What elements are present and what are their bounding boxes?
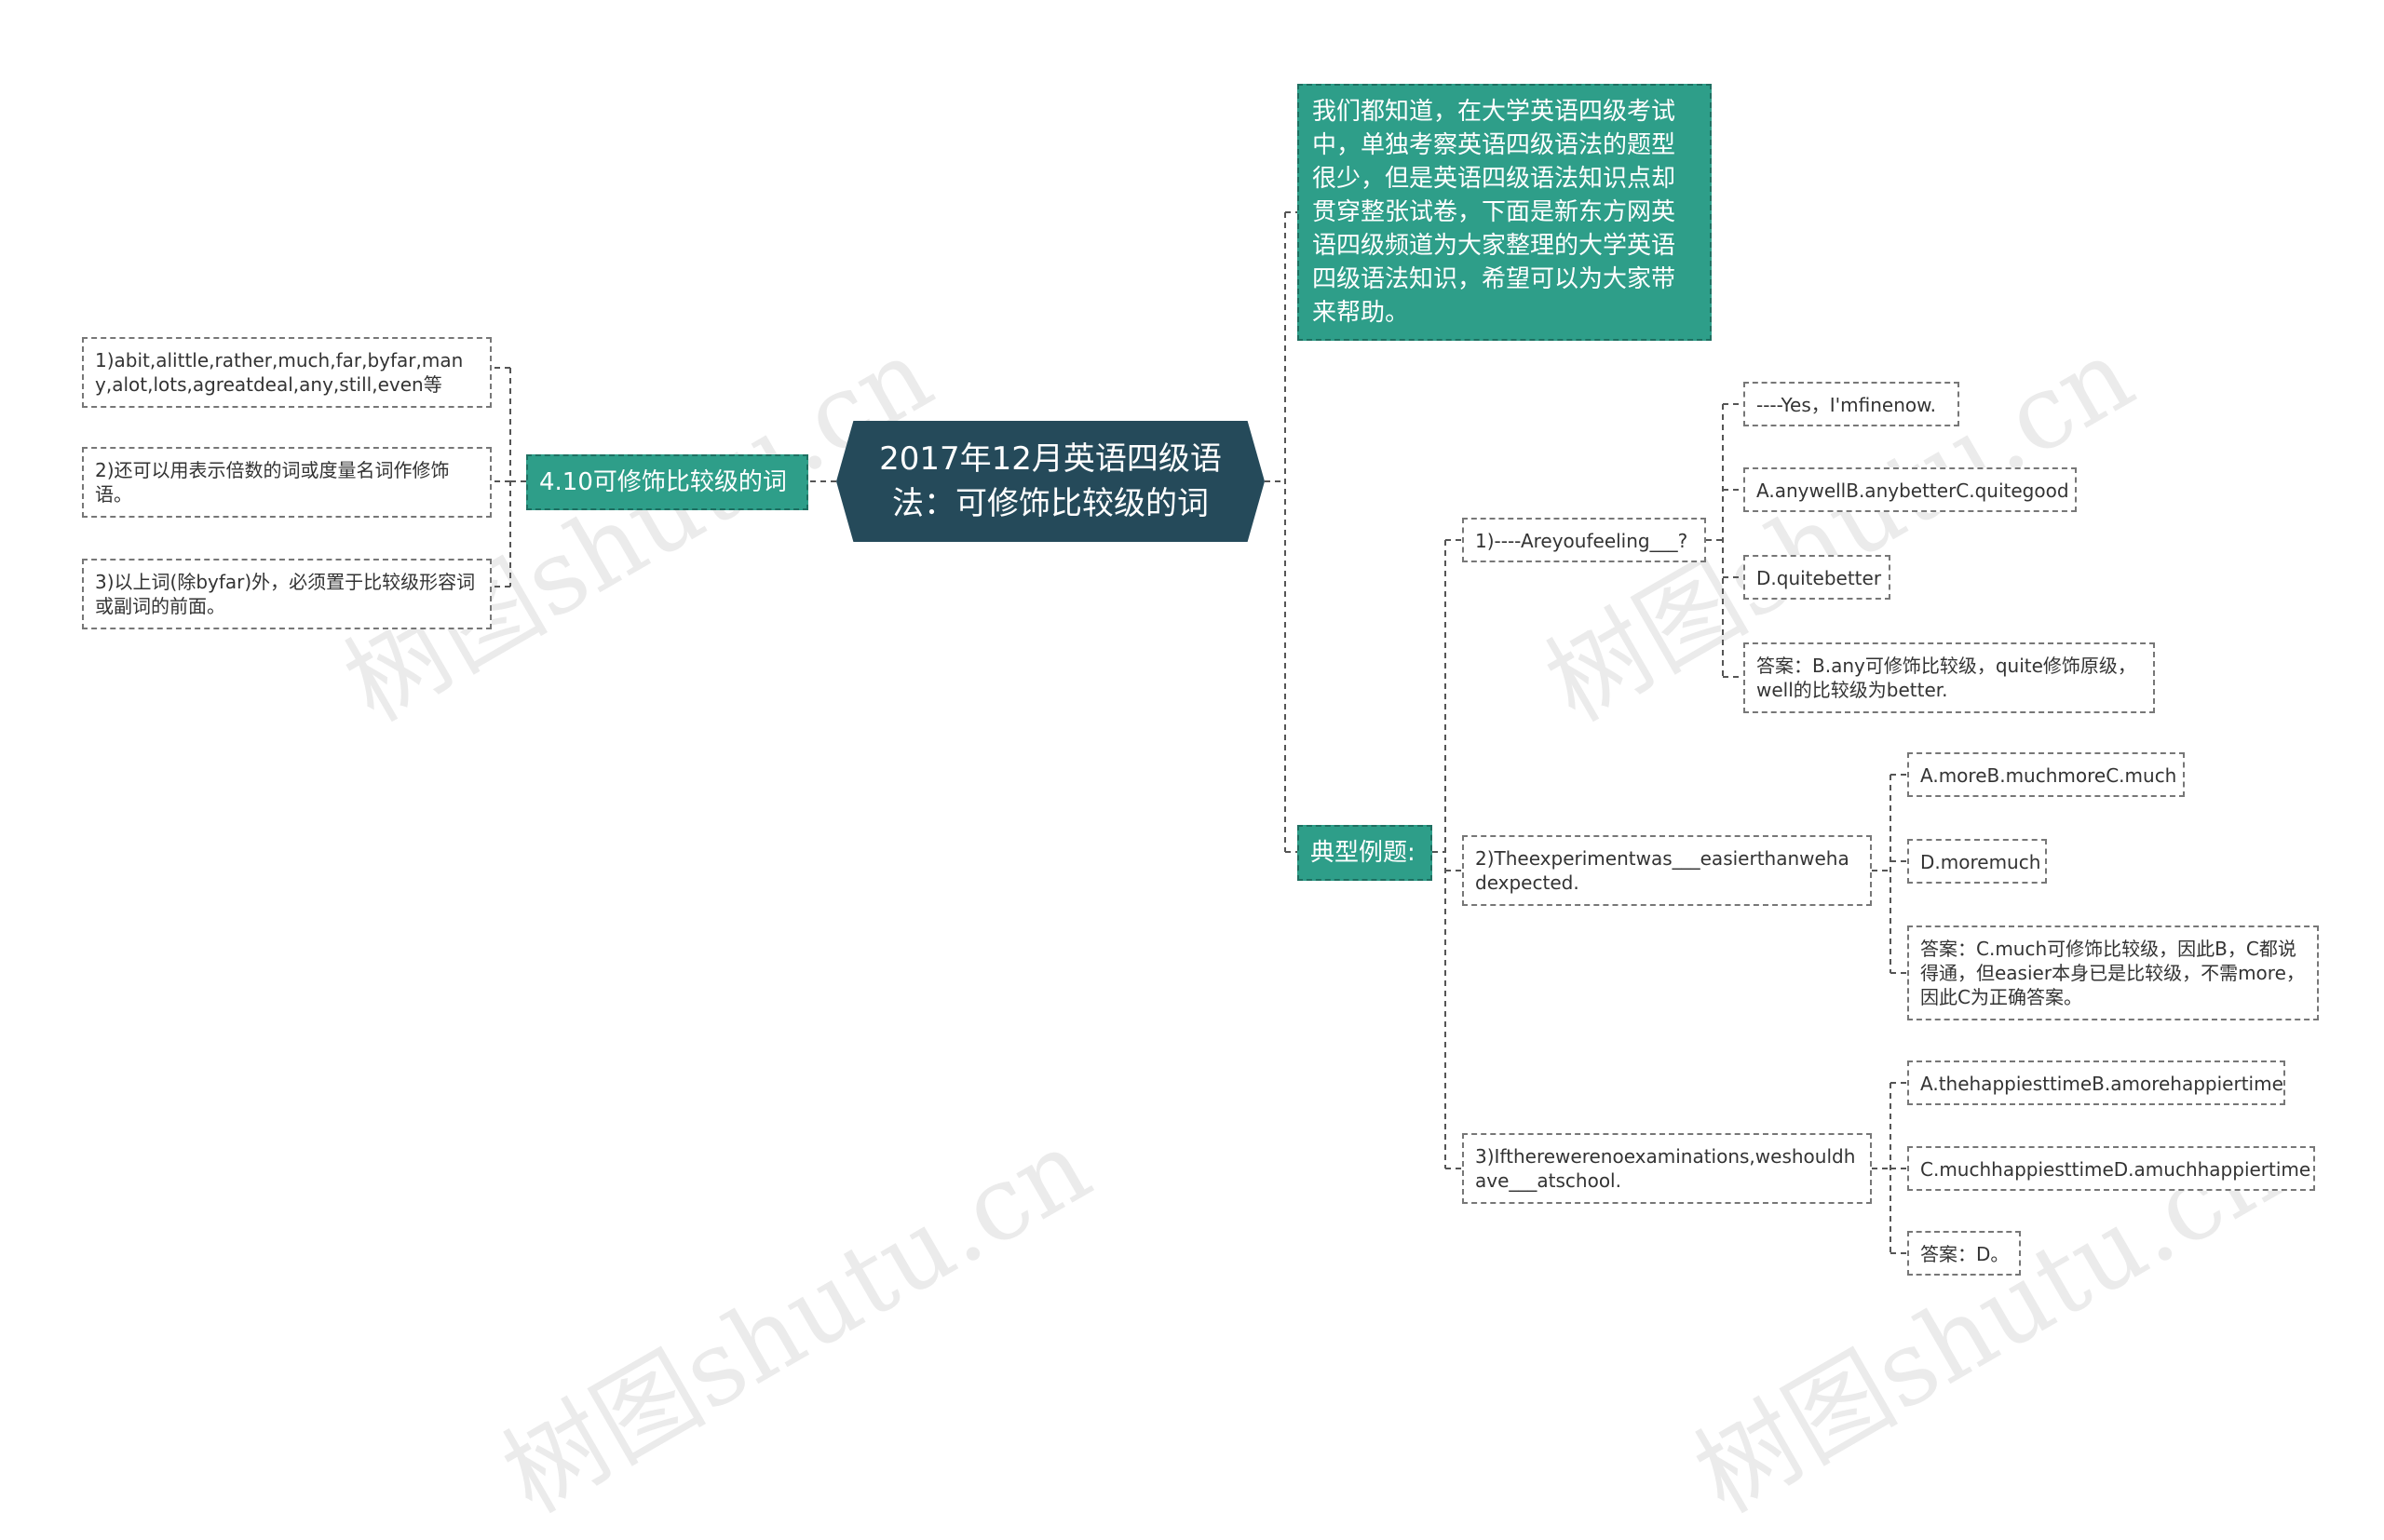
q3-answer[interactable]: 答案：D。 bbox=[1907, 1231, 2021, 1276]
connector-lines bbox=[492, 211, 1907, 1254]
q1-child-3-text: D.quitebetter bbox=[1756, 567, 1882, 589]
q1-child-1[interactable]: ----Yes，I'mfinenow. bbox=[1743, 382, 1959, 426]
question-1[interactable]: 1)----Areyoufeeling___? bbox=[1462, 518, 1706, 562]
q1-child-2-text: A.anywellB.anybetterC.quitegood bbox=[1756, 480, 2069, 502]
examples-node[interactable]: 典型例题: bbox=[1297, 825, 1432, 881]
q1-child-3[interactable]: D.quitebetter bbox=[1743, 555, 1890, 600]
q1-answer[interactable]: 答案：B.any可修饰比较级，quite修饰原级，well的比较级为better… bbox=[1743, 642, 2155, 713]
q3-answer-text: 答案：D。 bbox=[1920, 1243, 2010, 1265]
left-item-3-text: 3)以上词(除byfar)外，必须置于比较级形容词或副词的前面。 bbox=[95, 571, 476, 617]
left-branch-label: 4.10可修饰比较级的词 bbox=[539, 468, 787, 496]
question-3-text: 3)Iftherewerenoexaminations,weshouldhave… bbox=[1475, 1145, 1856, 1192]
root-topic-label: 2017年12月英语四级语法：可修饰比较级的词 bbox=[879, 440, 1222, 522]
q1-answer-text: 答案：B.any可修饰比较级，quite修饰原级，well的比较级为better… bbox=[1756, 655, 2136, 701]
q1-child-1-text: ----Yes，I'mfinenow. bbox=[1756, 394, 1937, 416]
left-item-2[interactable]: 2)还可以用表示倍数的词或度量名词作修饰语。 bbox=[82, 447, 492, 518]
question-1-text: 1)----Areyoufeeling___? bbox=[1475, 530, 1688, 552]
q2-child-2[interactable]: D.moremuch bbox=[1907, 839, 2047, 884]
question-3[interactable]: 3)Iftherewerenoexaminations,weshouldhave… bbox=[1462, 1133, 1872, 1204]
intro-node[interactable]: 我们都知道，在大学英语四级考试中，单独考察英语四级语法的题型很少，但是英语四级语… bbox=[1297, 84, 1712, 341]
question-2-text: 2)Theexperimentwas___easierthanwehadexpe… bbox=[1475, 847, 1849, 894]
q2-child-2-text: D.moremuch bbox=[1920, 851, 2041, 873]
q3-child-1[interactable]: A.thehappiesttimeB.amorehappiertime bbox=[1907, 1060, 2285, 1105]
q2-answer-text: 答案：C.much可修饰比较级，因此B，C都说得通，但easier本身已是比较级… bbox=[1920, 938, 2305, 1008]
intro-text: 我们都知道，在大学英语四级考试中，单独考察英语四级语法的题型很少，但是英语四级语… bbox=[1312, 98, 1676, 327]
q1-child-2[interactable]: A.anywellB.anybetterC.quitegood bbox=[1743, 467, 2077, 512]
q2-answer[interactable]: 答案：C.much可修饰比较级，因此B，C都说得通，但easier本身已是比较级… bbox=[1907, 925, 2319, 1020]
left-branch-node[interactable]: 4.10可修饰比较级的词 bbox=[526, 454, 808, 510]
left-item-3[interactable]: 3)以上词(除byfar)外，必须置于比较级形容词或副词的前面。 bbox=[82, 559, 492, 629]
mind-map-canvas: 树图shutu.cn 树图shutu.cn 树图shutu.cn 树图shutu… bbox=[82, 84, 2319, 1535]
q3-child-2-text: C.muchhappiesttimeD.amuchhappiertime bbox=[1920, 1158, 2311, 1181]
question-2[interactable]: 2)Theexperimentwas___easierthanwehadexpe… bbox=[1462, 835, 1872, 906]
examples-label: 典型例题: bbox=[1310, 839, 1416, 867]
q3-child-2[interactable]: C.muchhappiesttimeD.amuchhappiertime bbox=[1907, 1146, 2315, 1191]
left-item-2-text: 2)还可以用表示倍数的词或度量名词作修饰语。 bbox=[95, 459, 450, 506]
q2-child-1-text: A.moreB.muchmoreC.much bbox=[1920, 764, 2177, 787]
left-item-1-text: 1)abit,alittle,rather,much,far,byfar,man… bbox=[95, 349, 464, 396]
left-item-1[interactable]: 1)abit,alittle,rather,much,far,byfar,man… bbox=[82, 337, 492, 408]
q3-child-1-text: A.thehappiesttimeB.amorehappiertime bbox=[1920, 1073, 2283, 1095]
q2-child-1[interactable]: A.moreB.muchmoreC.much bbox=[1907, 752, 2185, 797]
root-topic[interactable]: 2017年12月英语四级语法：可修饰比较级的词 bbox=[836, 421, 1265, 542]
